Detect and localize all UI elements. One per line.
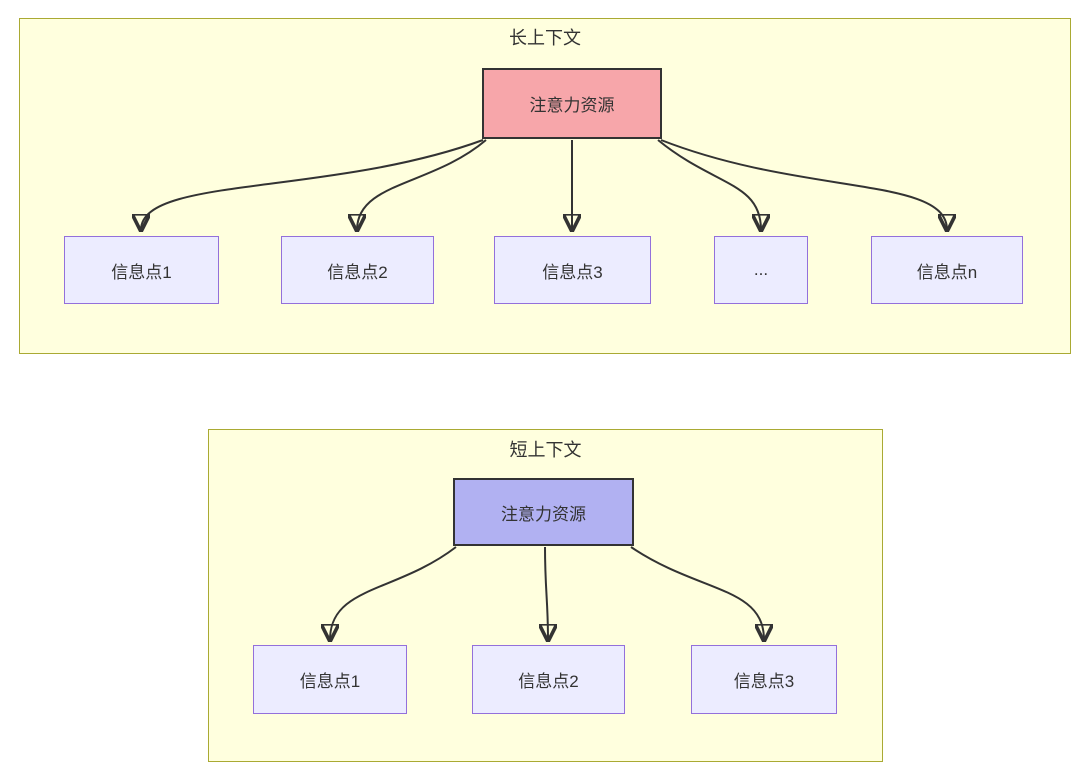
node-long-info-ellipsis: ... — [714, 236, 808, 304]
node-short-info-1-label: 信息点1 — [299, 672, 361, 691]
node-attention-long: 注意力资源 — [482, 68, 662, 139]
node-attention-short-label: 注意力资源 — [501, 504, 586, 524]
node-attention-long-label: 注意力资源 — [529, 96, 615, 115]
node-long-info-ellipsis-label: ... — [753, 260, 769, 279]
node-attention-short: 注意力资源 — [453, 478, 634, 546]
node-short-info-3-label: 信息点3 — [733, 672, 795, 691]
node-long-info-3: 信息点3 — [494, 236, 651, 304]
node-long-info-1: 信息点1 — [64, 236, 219, 304]
node-long-info-2-label: 信息点2 — [327, 262, 388, 282]
node-long-info-2: 信息点2 — [281, 236, 434, 304]
node-short-info-3: 信息点3 — [691, 645, 837, 714]
cluster-long-context-title: 长上下文 — [509, 28, 581, 48]
node-short-info-2: 信息点2 — [472, 645, 625, 714]
node-long-info-n-label: 信息点n — [916, 262, 978, 282]
node-long-info-n: 信息点n — [871, 236, 1023, 304]
node-short-info-1: 信息点1 — [253, 645, 407, 714]
node-long-info-3-label: 信息点3 — [542, 262, 603, 282]
node-short-info-2-label: 信息点2 — [518, 672, 579, 691]
node-long-info-1-label: 信息点1 — [111, 262, 172, 282]
cluster-short-context-title: 短上下文 — [509, 440, 582, 460]
